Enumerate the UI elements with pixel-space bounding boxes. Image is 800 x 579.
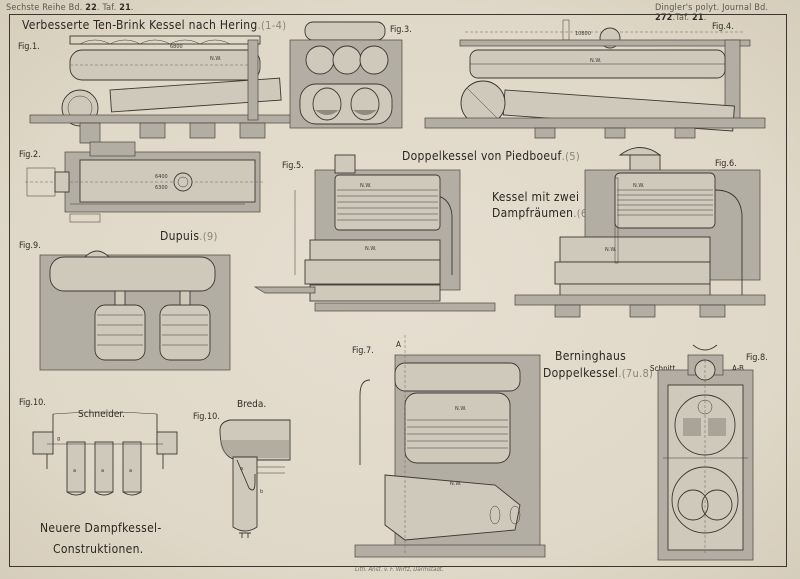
journal-header: Dingler's polyt. Journal Bd. 272.Taf. 21… — [655, 3, 769, 23]
svg-text:6400: 6400 — [155, 174, 168, 180]
dim-text: 6800 — [170, 44, 183, 50]
title-berninghaus-2: Doppelkessel.(7u.8) — [543, 366, 653, 380]
fig7-label: Fig.7. — [352, 346, 374, 356]
title-text: Doppelkessel von Piedboeuf — [402, 149, 562, 163]
title-zwei-dampfraeumen-1: Kessel mit zwei — [492, 190, 580, 204]
title-berninghaus-1: Berninghaus — [555, 349, 627, 363]
plate-number: 21 — [119, 3, 131, 13]
title-piedboeuf: Doppelkessel von Piedboeuf.(5) — [402, 149, 580, 163]
title-breda: Breda. — [237, 399, 267, 410]
title-schneider: Schneider. — [78, 409, 125, 420]
water-level-text-lower: N.W. — [605, 247, 617, 253]
plate-prefix: . Taf. — [96, 3, 117, 13]
title-ref: .(7u.8) — [618, 367, 654, 380]
title-neuere-1: Neuere Dampfkessel- — [40, 521, 162, 535]
water-level-text-lower: N.W. — [450, 481, 462, 487]
fig5-drawing: N.W. N.W. — [253, 154, 496, 312]
fig3-label: Fig.3. — [390, 25, 412, 35]
series-volume: 22 — [85, 3, 97, 13]
journal-plate-prefix: .Taf. — [672, 13, 690, 23]
label-g: g — [57, 436, 60, 442]
section-ab-label: A-B. — [732, 364, 747, 373]
water-level-text: N.W. — [633, 183, 645, 189]
title-text: Dupuis — [160, 229, 200, 243]
title-ref: .(5) — [561, 150, 580, 163]
fig2-drawing: 6400 6300 — [25, 141, 265, 223]
fig1-drawing: 6800 N.W. — [29, 35, 301, 144]
label-a: a — [240, 466, 243, 472]
fig9-label: Fig.9. — [19, 241, 41, 251]
fig6-drawing: N.W. N.W. — [514, 147, 766, 318]
journal-plate-number: 21 — [692, 13, 704, 23]
title-dupuis: Dupuis.(9) — [160, 229, 218, 243]
fig4-label: Fig.4. — [712, 22, 734, 32]
fig10-schneider-label: Fig.10. — [19, 398, 46, 408]
svg-text:6300: 6300 — [155, 185, 168, 191]
fig10-breda-label: Fig.10. — [193, 412, 220, 422]
title-text: Doppelkessel — [543, 366, 619, 380]
svg-text:10800: 10800 — [575, 31, 591, 37]
fig5-label: Fig.5. — [282, 161, 304, 171]
water-level-text: N.W. — [455, 406, 467, 412]
label-a-3: a — [129, 468, 132, 474]
label-a-2: a — [101, 468, 104, 474]
journal-label: Dingler's polyt. Journal Bd. — [655, 3, 769, 13]
section-a-marker: A — [396, 340, 401, 349]
water-level-text: N.W. — [360, 183, 372, 189]
fig6-label: Fig.6. — [715, 159, 737, 169]
fig10-schneider-drawing: a a a g — [32, 411, 178, 496]
title-ref: .(1-4) — [257, 19, 287, 32]
fig4-drawing: N.W. 10800 — [424, 19, 766, 139]
title-ten-brink: Verbesserte Ten-Brink Kessel nach Hering… — [22, 18, 286, 32]
fig8-drawing — [657, 344, 754, 561]
title-text: Dampfräumen — [492, 206, 574, 220]
fig1-label: Fig.1. — [18, 42, 40, 52]
fig7-drawing: N.W. N.W. — [354, 335, 546, 558]
fig8-label: Fig.8. — [746, 353, 768, 363]
fig10-breda-drawing: a b — [219, 419, 291, 538]
water-level-text: N.W. — [210, 56, 222, 62]
title-ref: .(9) — [199, 230, 218, 243]
label-a-1: a — [73, 468, 76, 474]
fig2-label: Fig.2. — [19, 150, 41, 160]
journal-volume: 272 — [655, 13, 673, 23]
series-label: Sechste Reihe Bd. — [6, 3, 83, 13]
label-b: b — [260, 489, 263, 495]
section-schnitt-label: Schnitt — [650, 364, 676, 373]
title-neuere-2: Construktionen. — [53, 542, 144, 556]
fig3-drawing — [289, 21, 403, 129]
lithographer-imprint: Lith. Anst. v. F. Wirtz, Darmstadt. — [355, 566, 444, 573]
fig9-drawing — [39, 250, 231, 371]
plate-border — [9, 14, 787, 567]
water-level-text-lower: N.W. — [365, 246, 377, 252]
series-header: Sechste Reihe Bd. 22. Taf. 21. — [6, 3, 134, 13]
title-text: Verbesserte Ten-Brink Kessel nach Hering — [22, 18, 258, 32]
water-level-text: N.W. — [590, 58, 602, 64]
